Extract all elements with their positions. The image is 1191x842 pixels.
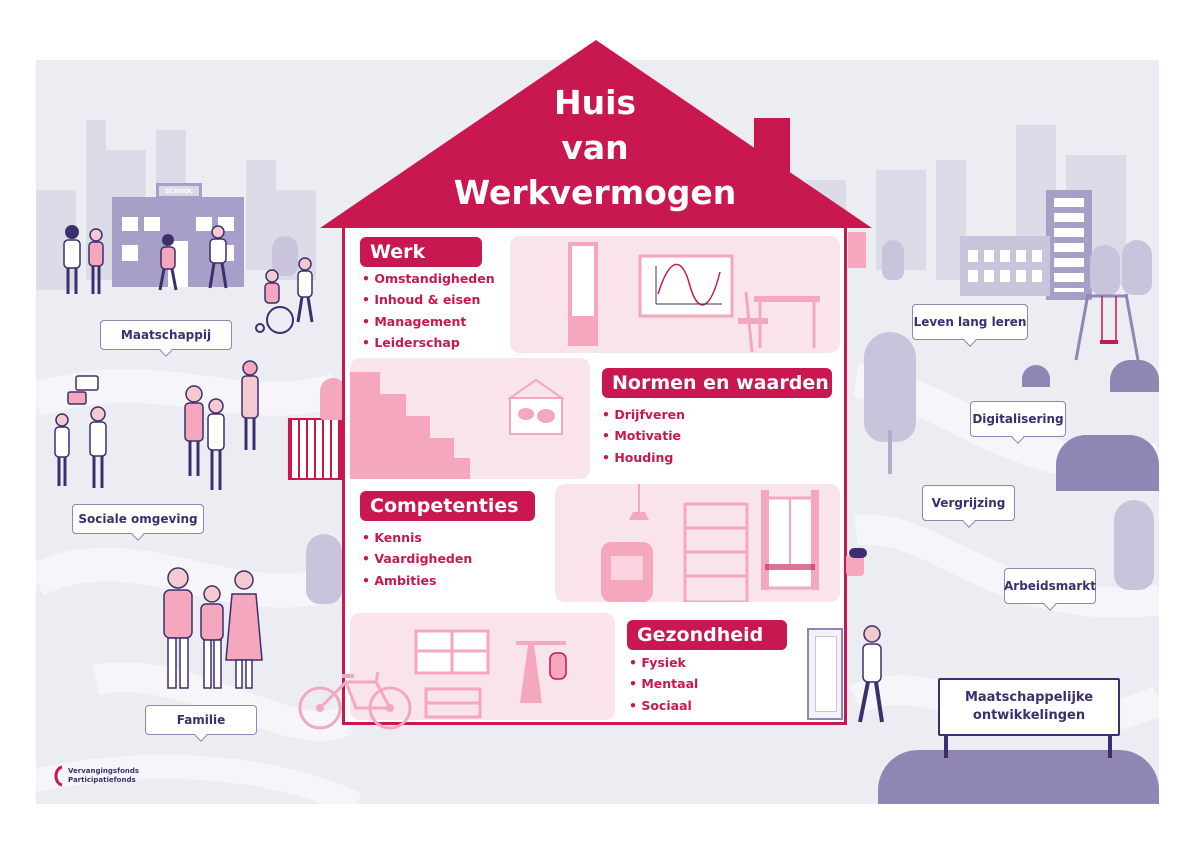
- person: [89, 406, 107, 488]
- person: [184, 385, 204, 476]
- list-item: Vaardigheden: [362, 548, 472, 569]
- person: [158, 234, 178, 291]
- list-item: Sociaal: [629, 695, 698, 716]
- tree: [1122, 240, 1152, 295]
- label-maatschappij: Maatschappij: [100, 320, 232, 350]
- maatschappelijke-ontwikkelingen-sign: Maatschappelijke ontwikkelingen: [938, 678, 1120, 736]
- house-roof: [320, 40, 872, 228]
- hallway-illustration: [350, 613, 615, 720]
- label-arbeidsmarkt: Arbeidsmarkt: [1004, 568, 1096, 604]
- balcony-tree: [320, 378, 346, 420]
- normen-list: Drijfveren Motivatie Houding: [602, 404, 685, 468]
- hallway-illustration-svg: [414, 629, 567, 719]
- person: [207, 398, 225, 490]
- bush: [878, 750, 1159, 804]
- front-door: [807, 628, 843, 720]
- label-vergrijzing: Vergrijzing: [922, 485, 1015, 521]
- tree: [882, 240, 904, 280]
- speech-bubble: [75, 375, 99, 391]
- label-leven-lang-leren: Leven lang leren: [912, 304, 1028, 340]
- poster-title: Huis van Werkvermogen: [420, 80, 770, 215]
- list-item: Motivatie: [602, 425, 685, 446]
- school-sign: SCHOOL: [159, 186, 199, 196]
- building: [86, 120, 106, 280]
- swing: [1074, 293, 1140, 361]
- person: [296, 257, 314, 323]
- bush: [1056, 435, 1159, 491]
- label-familie: Familie: [145, 705, 257, 735]
- speech-bubble: [67, 391, 87, 405]
- bicycle: [298, 671, 412, 730]
- list-item: Omstandigheden: [362, 268, 494, 289]
- tree: [1114, 500, 1154, 590]
- list-item: Drijfveren: [602, 404, 685, 425]
- sign-post: [1108, 736, 1112, 758]
- list-item: Ambities: [362, 570, 472, 591]
- list-item: Houding: [602, 447, 685, 468]
- title-line-1: Huis: [553, 83, 637, 122]
- title-line-3: Werkvermogen: [453, 173, 737, 212]
- stairs-room-illustration: [350, 358, 590, 479]
- tree: [1090, 245, 1120, 295]
- people-group-left: [54, 225, 314, 689]
- walking-person: [858, 625, 884, 723]
- section-title-normen: Normen en waarden: [602, 368, 832, 398]
- sign-line-2: ontwikkelingen: [972, 708, 1086, 723]
- label-sociale-omgeving: Sociale omgeving: [72, 504, 204, 534]
- bush: [1110, 360, 1159, 392]
- tree: [272, 236, 298, 276]
- person: [88, 228, 104, 294]
- office-room-illustration: [510, 236, 840, 353]
- person: [54, 413, 70, 486]
- werk-list: Omstandigheden Inhoud & eisen Management…: [362, 268, 495, 353]
- tree: [306, 534, 342, 604]
- side-window: [848, 232, 866, 268]
- logo-line-1: Vervangingsfonds: [68, 767, 140, 775]
- family-person: [163, 567, 193, 689]
- house-body: Werk Omstandigheden Inhoud & eisen Manag…: [342, 225, 847, 725]
- family-person: [225, 570, 263, 689]
- wheelchair-person: [255, 269, 294, 334]
- list-item: Inhoud & eisen: [362, 289, 495, 310]
- list-item: Leiderschap: [362, 332, 495, 353]
- plant-pot: [846, 556, 864, 576]
- building: [246, 160, 276, 270]
- chimney: [754, 118, 790, 178]
- family-person: [200, 585, 224, 689]
- list-item: Management: [362, 311, 495, 332]
- sign-post: [944, 736, 948, 758]
- person: [63, 225, 81, 294]
- list-item: Kennis: [362, 527, 472, 548]
- competenties-list: Kennis Vaardigheden Ambities: [362, 527, 472, 591]
- title-line-2: van: [561, 128, 629, 167]
- tree-trunk: [888, 430, 892, 474]
- gezondheid-list: Fysiek Mentaal Sociaal: [629, 652, 698, 716]
- balcony: [288, 418, 342, 480]
- person: [241, 360, 259, 450]
- living-room-illustration: [555, 484, 840, 604]
- stairs-illustration: [350, 372, 566, 479]
- section-title-competenties: Competenties: [360, 491, 535, 521]
- logo: Vervangingsfonds Participatiefonds: [52, 765, 139, 787]
- low-building: [960, 236, 1050, 296]
- section-title-gezondheid: Gezondheid: [627, 620, 787, 650]
- section-title-werk: Werk: [360, 237, 482, 267]
- person: [208, 225, 228, 289]
- list-item: Mentaal: [629, 673, 698, 694]
- logo-mark-icon: [54, 765, 63, 787]
- plant: [849, 548, 867, 558]
- apartment-building: [1046, 190, 1092, 300]
- bush: [1022, 365, 1050, 387]
- sign-line-1: Maatschappelijke: [964, 690, 1094, 705]
- tree: [864, 332, 916, 442]
- office-illustration: [568, 242, 820, 353]
- list-item: Fysiek: [629, 652, 698, 673]
- logo-line-2: Participatiefonds: [68, 776, 136, 784]
- label-digitalisering: Digitalisering: [970, 401, 1066, 437]
- living-room-illustration-svg: [601, 484, 819, 604]
